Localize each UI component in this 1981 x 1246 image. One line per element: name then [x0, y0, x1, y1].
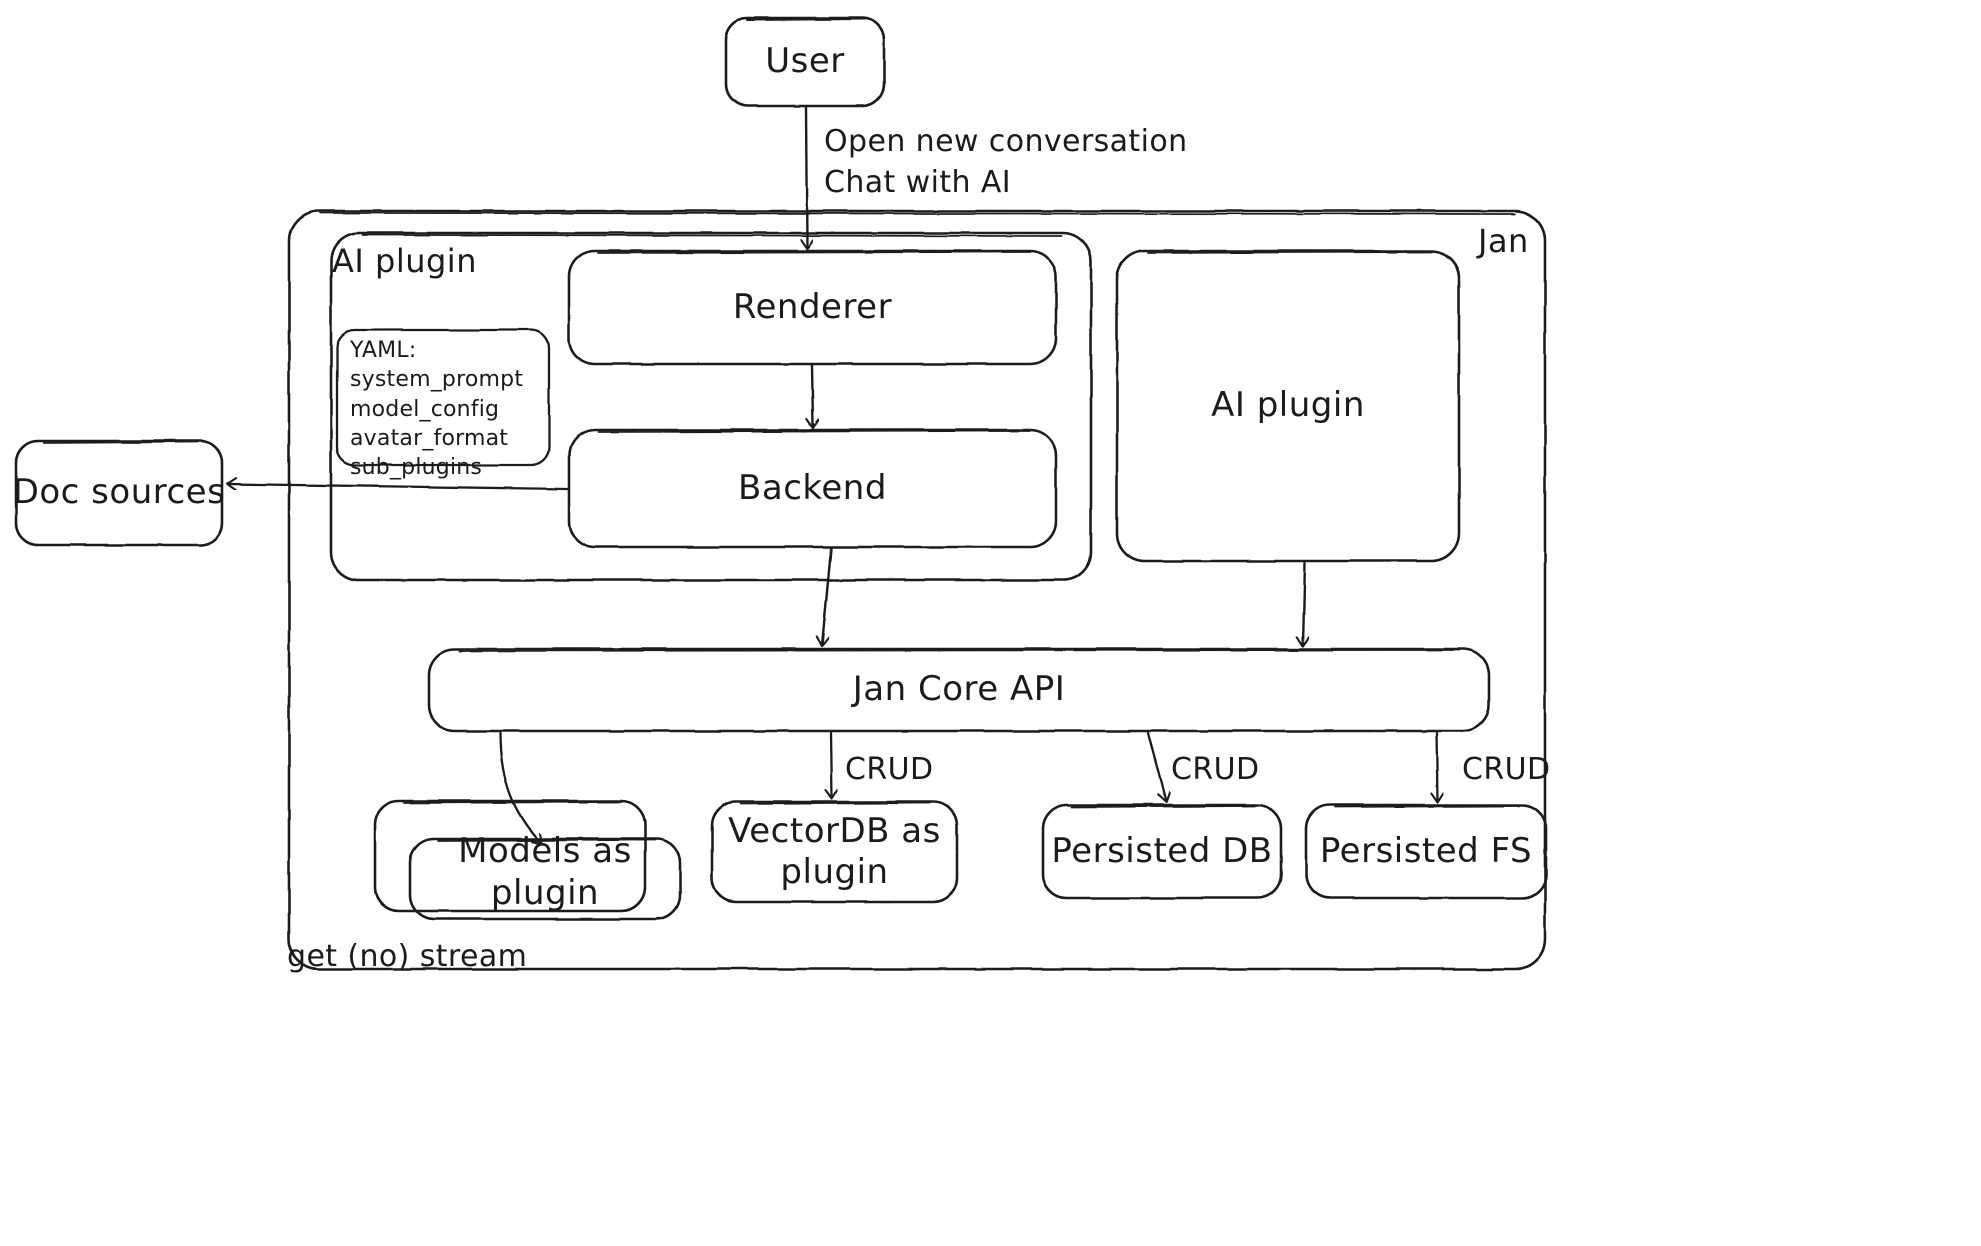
edge-label-chat-with-ai: Chat with AI	[824, 165, 1011, 200]
ai-plugin-node-label[interactable]: AI plugin	[1211, 385, 1365, 426]
edge-renderer-to-backend	[812, 363, 813, 427]
user-node-shape	[724, 16, 886, 108]
backend-node-label[interactable]: Backend	[738, 467, 887, 508]
edge-jan-core-api-to-vectordb	[831, 731, 832, 798]
user-node-label[interactable]: User	[765, 41, 845, 82]
vectordb-as-plugin-node-label[interactable]: VectorDB as plugin	[728, 810, 941, 892]
edge-label-crud-vectordb: CRUD	[845, 752, 934, 787]
edge-label-crud-persisted-db: CRUD	[1171, 752, 1260, 787]
ai-plugin-node-shape	[1115, 249, 1461, 563]
edge-label-crud-persisted-fs: CRUD	[1462, 752, 1551, 787]
renderer-node-label[interactable]: Renderer	[732, 286, 893, 327]
ai-plugin-group-label: AI plugin	[332, 242, 477, 280]
yaml-note-key-3: sub_plugins	[350, 455, 483, 480]
yaml-note: YAML: system_prompt model_config avatar_…	[350, 336, 523, 482]
edge-backend-to-doc-sources	[228, 484, 569, 491]
yaml-note-header: YAML:	[350, 338, 417, 363]
doc-sources-node-shape	[14, 439, 224, 547]
jan-core-api-node-label[interactable]: Jan Core API	[852, 669, 1066, 710]
edge-jan-core-api-to-persisted-db	[1146, 731, 1166, 801]
edge-jan-core-api-to-persisted-fs	[1437, 731, 1438, 801]
edge-ai-plugin-to-jan-core-api	[1303, 561, 1305, 645]
ai-plugin-group-shape	[329, 231, 1093, 582]
edge-backend-to-jan-core-api	[822, 547, 833, 645]
vectordb-as-plugin-node-shape	[710, 800, 959, 904]
models-as-plugin-node-shape	[408, 837, 682, 921]
edge-user-to-renderer	[806, 105, 807, 248]
yaml-note-key-0: system_prompt	[350, 367, 524, 393]
yaml-note-key-2: avatar_format	[350, 425, 509, 451]
edge-jan-core-api-to-models	[498, 731, 541, 843]
backend-node-shape	[567, 428, 1058, 549]
models-as-plugin-node-label[interactable]: Models as plugin	[458, 831, 632, 913]
persisted-db-node-label[interactable]: Persisted DB	[1051, 830, 1273, 871]
yaml-note-key-1: model_config	[350, 396, 500, 422]
yaml-note-shape	[335, 328, 551, 467]
models-as-plugin-back-shape	[373, 799, 647, 913]
doc-sources-node-label[interactable]: Doc sources	[12, 472, 226, 513]
jan-core-api-node-shape	[427, 647, 1491, 733]
jan-container-shape	[287, 209, 1547, 971]
edge-label-get-no-stream: get (no) stream	[287, 939, 528, 974]
edge-label-open-new-conversation: Open new conversation	[824, 124, 1188, 159]
persisted-fs-node-shape	[1304, 803, 1548, 900]
persisted-db-node-shape	[1041, 803, 1283, 900]
persisted-fs-node-label[interactable]: Persisted FS	[1319, 830, 1533, 871]
jan-container-label: Jan	[1478, 222, 1529, 260]
